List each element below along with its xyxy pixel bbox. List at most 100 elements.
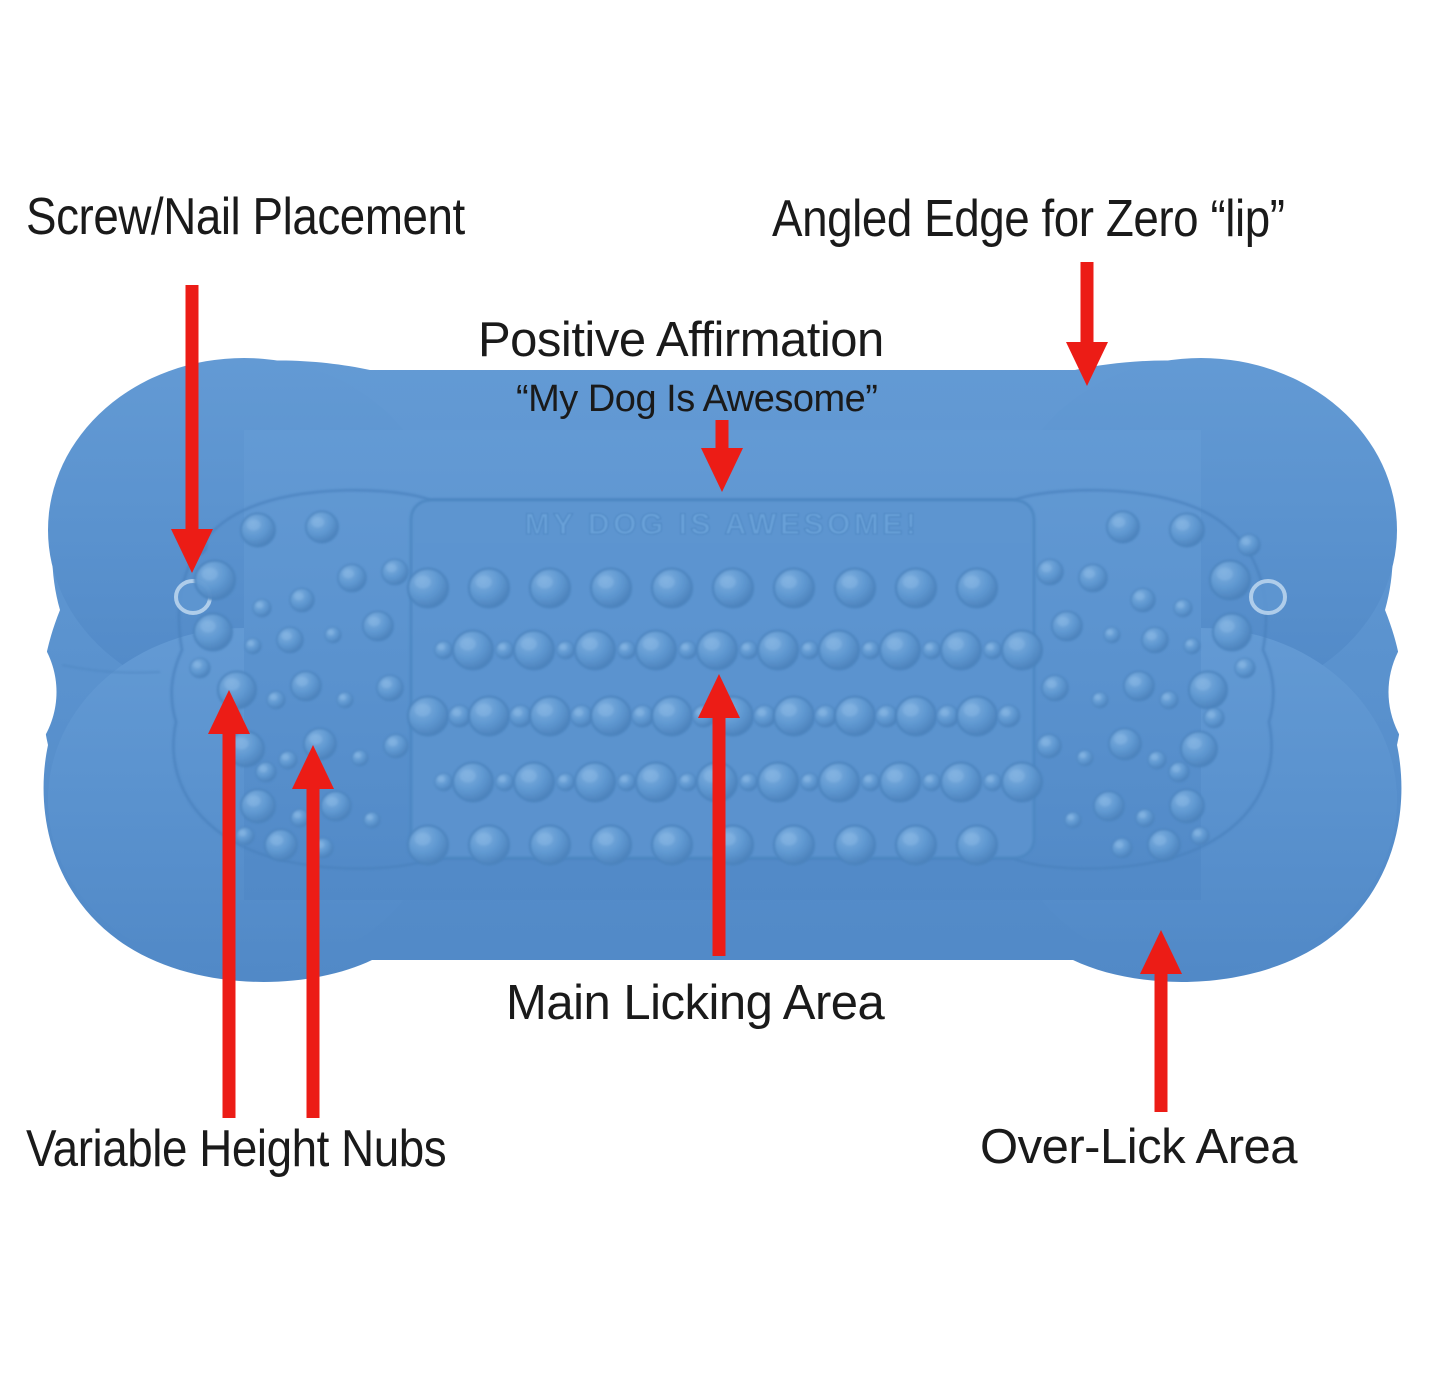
nub [651, 824, 693, 866]
nub [574, 761, 616, 803]
nub [936, 704, 960, 728]
nub-highlight [520, 637, 537, 651]
nub-highlight [520, 769, 537, 783]
nub [940, 629, 982, 671]
nub [1130, 587, 1156, 613]
nub [556, 772, 576, 792]
nub [814, 704, 838, 728]
nub-highlight [963, 703, 980, 717]
nub-highlight [1099, 796, 1112, 807]
nub-highlight [780, 575, 797, 589]
nub [834, 695, 876, 737]
nub-highlight [366, 815, 374, 821]
nub [1051, 610, 1083, 642]
nub-highlight [1172, 765, 1181, 773]
nub-highlight [658, 703, 675, 717]
nub-highlight [703, 637, 720, 651]
nub-highlight [437, 776, 445, 783]
screw-hole-right [1249, 579, 1287, 615]
nub-highlight [597, 703, 614, 717]
callout-arrow-var-nubs-2 [292, 745, 334, 1118]
nub [407, 567, 449, 609]
nub-highlight [902, 575, 919, 589]
nub [1237, 533, 1261, 557]
nub-highlight [642, 769, 659, 783]
nub-highlight [1175, 519, 1190, 531]
nub [1159, 690, 1179, 710]
nub [861, 772, 881, 792]
nub-highlight [764, 637, 781, 651]
nub-highlight [559, 776, 567, 783]
nub [468, 695, 510, 737]
nub-highlight [841, 703, 858, 717]
nub [1212, 612, 1252, 652]
nub-highlight [825, 637, 842, 651]
nub [997, 704, 1021, 728]
nub-highlight [1115, 841, 1124, 849]
nub [362, 610, 394, 642]
nub [879, 629, 921, 671]
arrow-head [1140, 930, 1182, 974]
nub [875, 704, 899, 728]
arrow-head [698, 674, 740, 718]
nub [1234, 657, 1256, 679]
nub-highlight [247, 641, 255, 647]
nub-highlight [536, 832, 553, 846]
screw-hole-left [174, 579, 212, 615]
nub-highlight [574, 709, 584, 717]
nub [407, 824, 449, 866]
nub [956, 695, 998, 737]
nub [1173, 598, 1193, 618]
nub-highlight [536, 703, 553, 717]
nub [712, 567, 754, 609]
nub [189, 657, 211, 679]
nub-highlight [1187, 737, 1202, 750]
nub-highlight [940, 709, 950, 717]
nub [800, 772, 820, 792]
nub [468, 567, 510, 609]
nub-highlight [414, 832, 431, 846]
nub [1180, 730, 1218, 768]
nub-highlight [757, 709, 767, 717]
label-positive-affirmation-quote: “My Dog Is Awesome” [516, 378, 878, 420]
nub-highlight [764, 769, 781, 783]
nub [773, 695, 815, 737]
arrow-head [208, 690, 250, 734]
nub [556, 640, 576, 660]
nub-highlight [1079, 753, 1087, 759]
callout-arrow-angled-edge [1066, 262, 1108, 386]
nub [381, 558, 409, 586]
nub [1190, 826, 1210, 846]
arrow-shaft [712, 714, 726, 956]
nub [879, 761, 921, 803]
nub [818, 629, 860, 671]
nub [818, 761, 860, 803]
nub-highlight [294, 592, 304, 601]
nub-highlight [1238, 661, 1247, 669]
nub [590, 695, 632, 737]
nub [753, 704, 777, 728]
nub-highlight [986, 644, 994, 651]
nub [922, 772, 942, 792]
arrow-head [171, 529, 213, 573]
nub [895, 824, 937, 866]
nub-highlight [803, 644, 811, 651]
nub [1135, 808, 1155, 828]
nub-highlight [1194, 830, 1202, 837]
nub [193, 612, 233, 652]
nub-highlight [1008, 637, 1025, 651]
nub-highlight [1163, 694, 1171, 701]
nub-highlight [635, 709, 645, 717]
nub [1036, 558, 1064, 586]
nub [240, 512, 276, 548]
nub [574, 629, 616, 671]
nub [336, 691, 354, 709]
nub [1147, 828, 1181, 862]
nub-highlight [963, 575, 980, 589]
label-main-licking-area: Main Licking Area [506, 976, 885, 1030]
nub-highlight [825, 769, 842, 783]
nub [513, 761, 555, 803]
nub-highlight [513, 709, 523, 717]
arrow-shaft [1154, 970, 1168, 1112]
nub [834, 824, 876, 866]
